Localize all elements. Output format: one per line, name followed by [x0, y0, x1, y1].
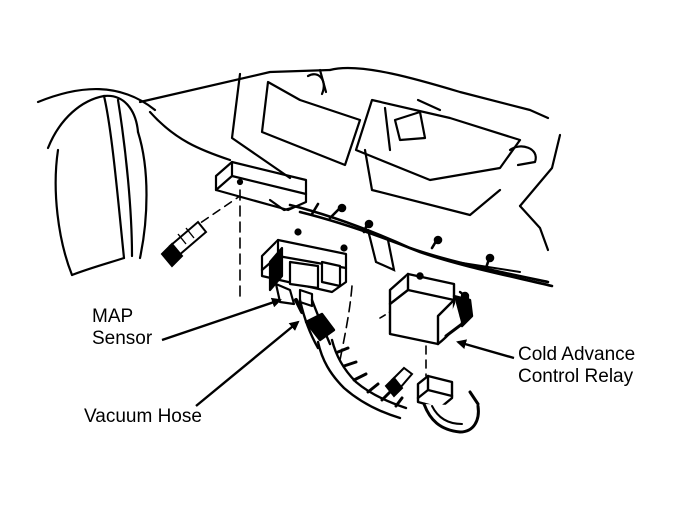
- cold-advance-relay-label-line1: Cold Advance: [518, 344, 636, 365]
- cold-advance-relay-label: Cold Advance Control Relay: [518, 344, 635, 388]
- cold-advance-control-relay: [379, 272, 474, 377]
- map-sensor-label: MAP Sensor: [92, 306, 152, 350]
- vacuum-hose-assembly: [294, 285, 408, 420]
- relay-mounting-bolt: [384, 366, 414, 398]
- firewall-panel: [36, 66, 562, 252]
- vacuum-hose-label-text: Vacuum Hose: [84, 406, 202, 427]
- strut-tower: [46, 94, 232, 277]
- relay-connector: [416, 374, 480, 434]
- cold-advance-relay-arrow: [456, 339, 515, 360]
- vacuum-hose-label: Vacuum Hose: [84, 406, 202, 428]
- mounting-bolt: [160, 220, 208, 268]
- map-sensor: [260, 228, 348, 308]
- cold-advance-relay-label-line2: Control Relay: [518, 366, 634, 387]
- map-sensor-arrow: [161, 297, 282, 342]
- callout-arrows: [161, 297, 515, 407]
- map-sensor-label-line2: Sensor: [92, 328, 153, 349]
- map-sensor-label-line1: MAP: [92, 306, 134, 327]
- vacuum-hose-arrow: [195, 320, 300, 407]
- wiring-harness: [288, 202, 554, 288]
- upper-mounting-bracket: [189, 160, 308, 301]
